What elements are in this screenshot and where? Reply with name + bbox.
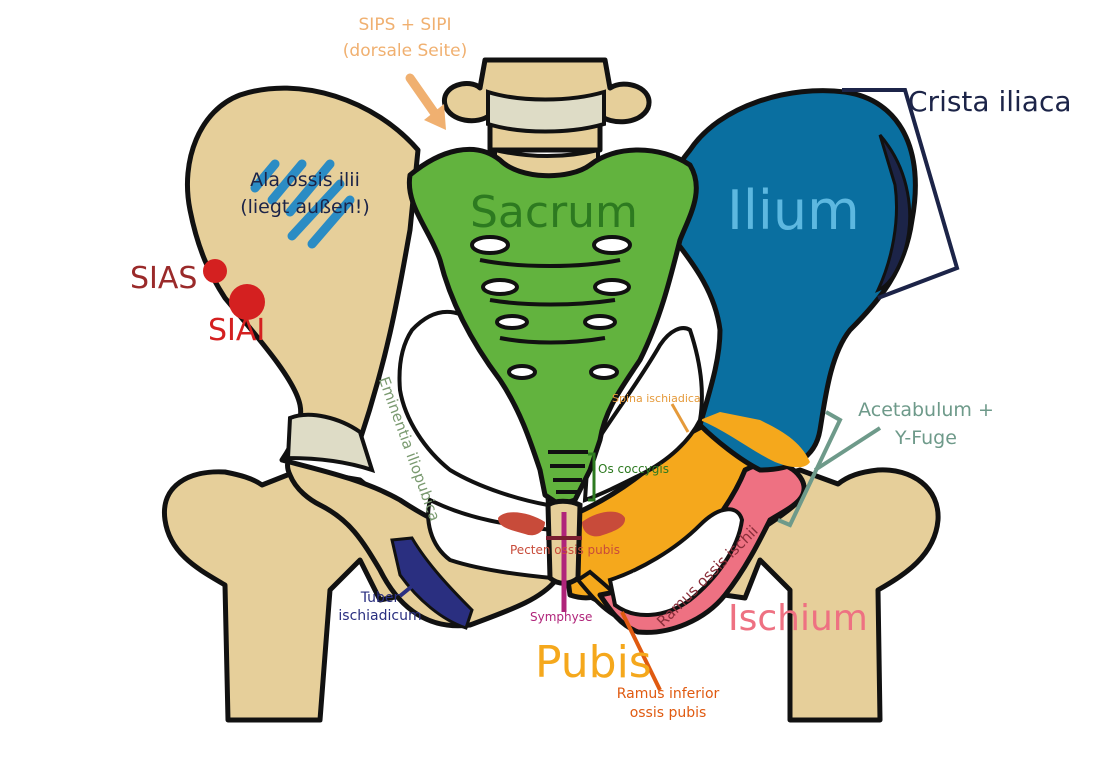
ischium-label: Ischium (728, 598, 868, 639)
ramus-inf-label-line1: Ramus inferior (616, 686, 720, 702)
sips-label-line1: SIPS + SIPI (358, 15, 452, 35)
coccyx-segments (548, 450, 588, 494)
acetabulum-bracket (777, 410, 843, 528)
pelvic-inlet-right (582, 326, 704, 503)
spina-label: Spina ischiadica (612, 392, 701, 405)
foramen-label-line1: Foramen (632, 572, 672, 582)
crista-iliaca-shade (875, 134, 912, 293)
crista-iliaca-label: Crista iliaca (908, 85, 1072, 118)
sias-label: SIAS (130, 261, 198, 296)
siai-dot (229, 284, 265, 320)
crista-bracket (842, 88, 960, 300)
tuber-pointer (398, 576, 424, 598)
symphyse-label: Symphyse (530, 610, 593, 624)
tuber-label-line1: Tuber (360, 590, 400, 606)
acetabulum-fill (700, 412, 810, 468)
acetabulum-label-line1: Acetabulum + (858, 399, 994, 421)
pecten-marks (498, 511, 626, 537)
sacral-ridges (479, 258, 621, 345)
sacral-foramina (470, 235, 632, 380)
ilium-region (664, 88, 918, 473)
sacrum-label: Sacrum (470, 187, 638, 238)
foramen-obturatum (607, 507, 745, 617)
foramen-label-line2: obturatum (628, 584, 676, 594)
sips-arrow (405, 73, 443, 123)
sacrum-bone (406, 146, 699, 508)
spina-pointer (670, 403, 690, 433)
sips-label-line2: (dorsale Seite) (342, 41, 468, 61)
ala-label-line2: (liegt außen!) (240, 196, 370, 218)
acetabulum-pointer (813, 426, 882, 472)
pubis-label: Pubis (535, 637, 652, 688)
ramus-inf-pointer (620, 611, 662, 691)
coccygis-label: Os coccygis (598, 462, 669, 476)
ilium-label: Ilium (727, 179, 860, 242)
ala-hatching (250, 159, 355, 249)
acetabulum-label-line2: Y-Fuge (895, 427, 957, 449)
coccygis-bracket (588, 452, 596, 502)
ala-label-line1: Ala ossis ilii (250, 169, 360, 191)
sias-dot (203, 259, 227, 283)
left-hip-bone (184, 85, 559, 630)
siai-label: SIAI (208, 313, 266, 348)
sips-arrow-head (424, 104, 446, 130)
tuber-label-line2: ischiadicum (338, 608, 422, 624)
ramus-inf-label-line2: ossis pubis (629, 705, 707, 721)
pecten-label: Pecten ossis pubis (510, 543, 620, 557)
